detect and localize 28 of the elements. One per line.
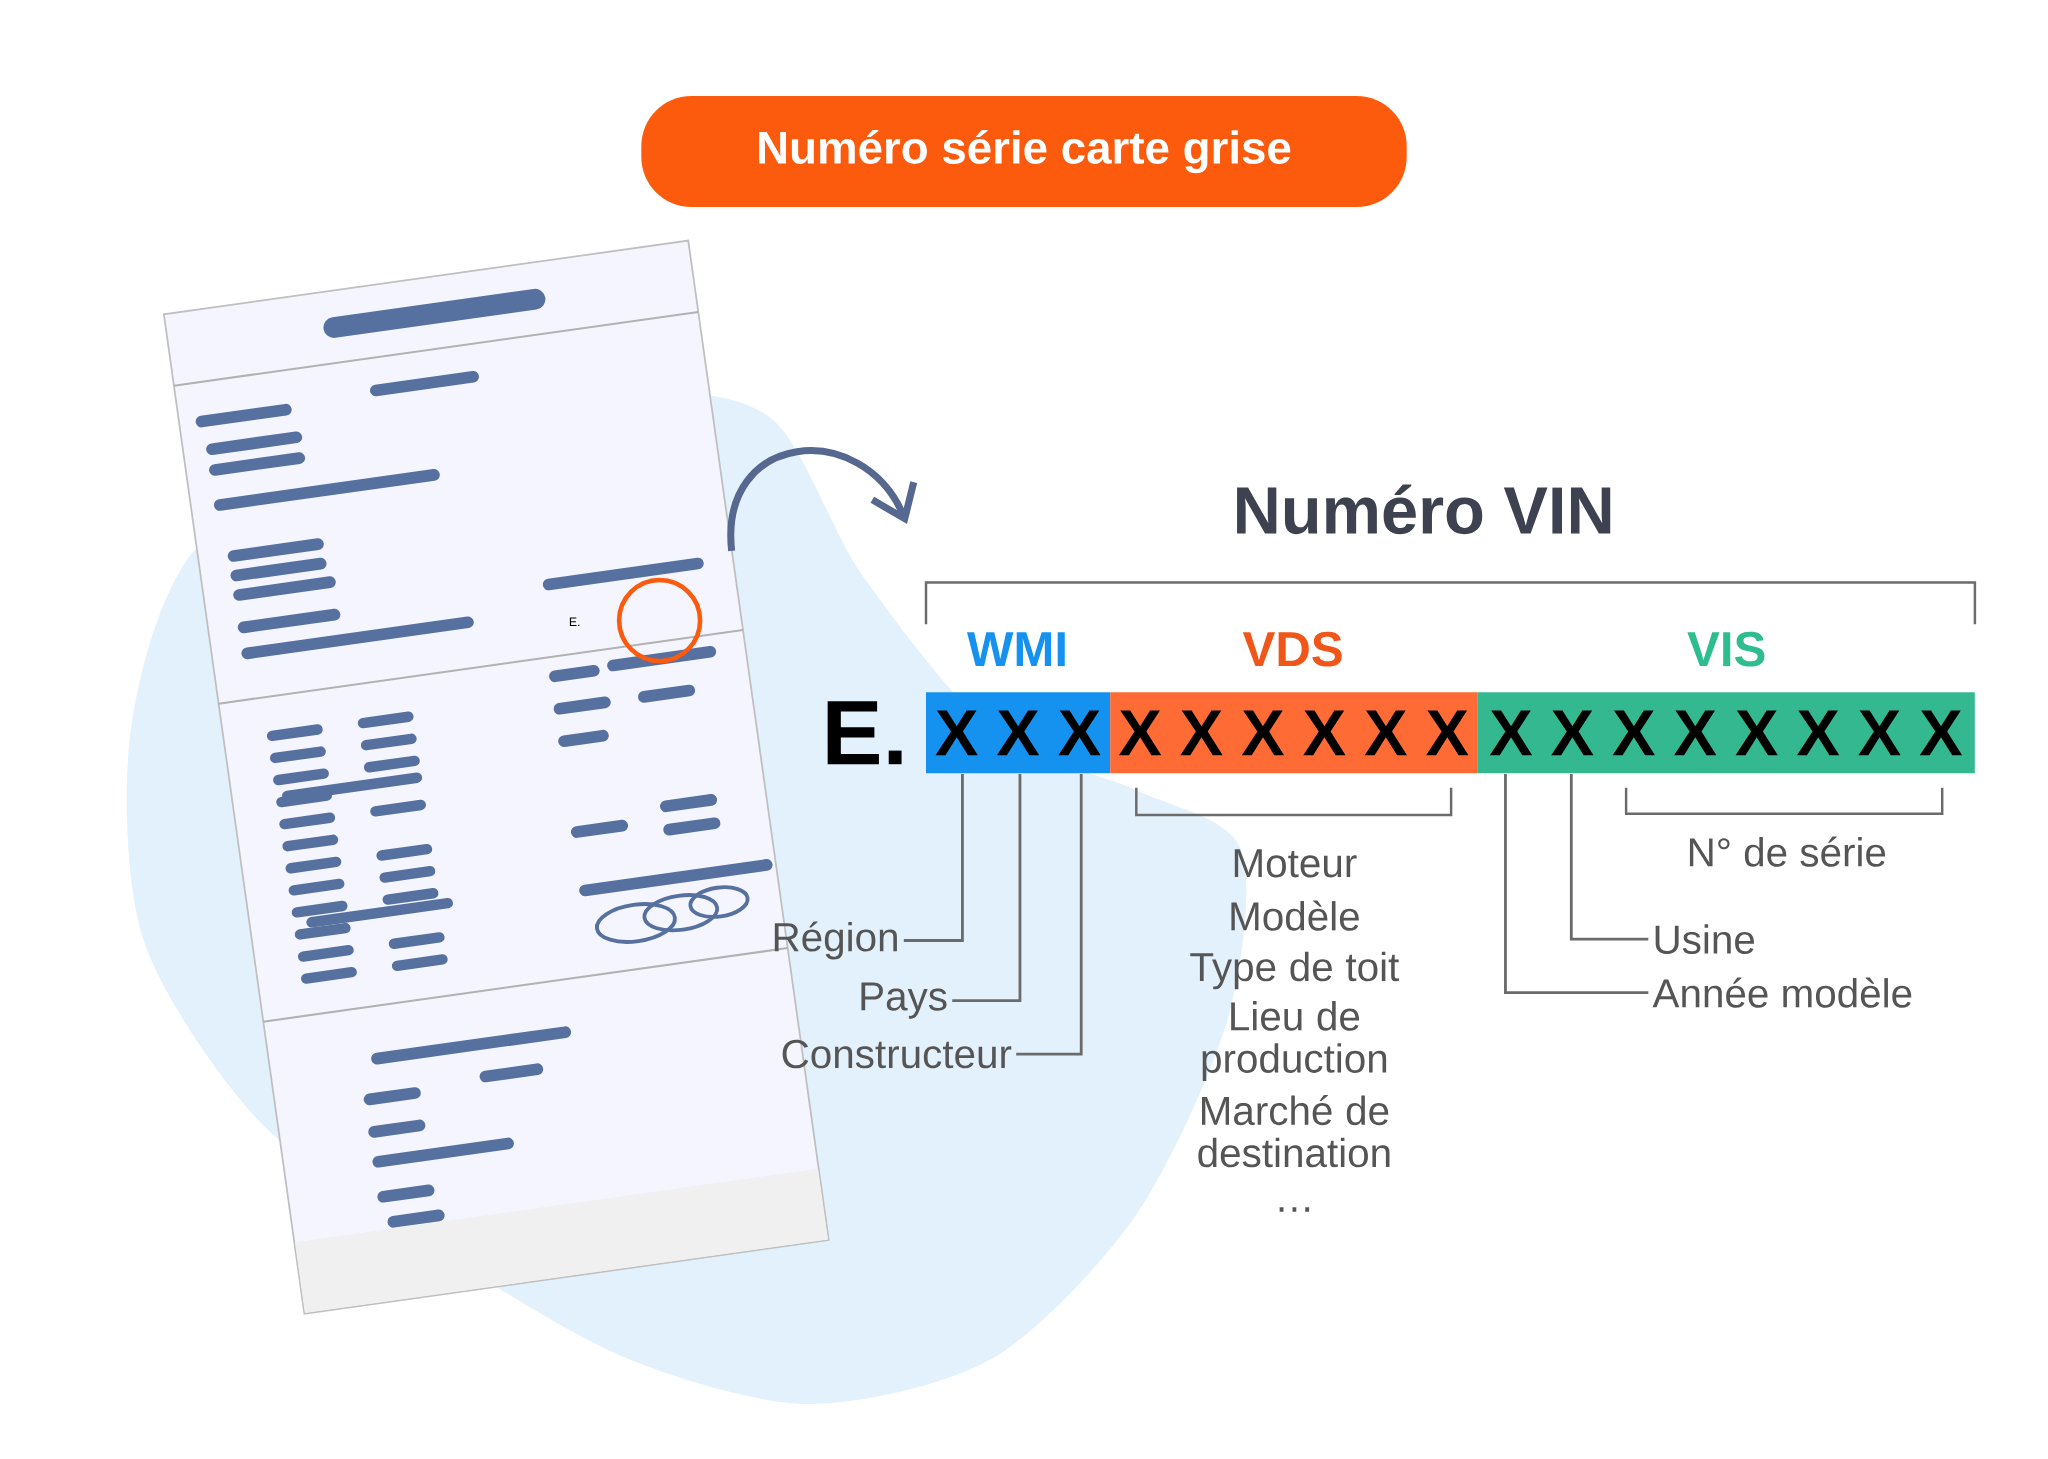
segment-heading: WMI [967,632,1065,667]
label: E. [827,701,902,765]
part-label: N° de série [1689,836,1886,867]
segment-heading: VDS [1242,631,1342,667]
part-label: Moteur [1234,849,1357,878]
leader-line [903,774,964,942]
part-label: Lieu de production [1202,1001,1387,1081]
code-segment: X X X [926,692,1111,774]
part-label: Pays [861,982,947,1019]
title-banner: Numéro série carte grise [641,96,1407,208]
part-label: Région [774,921,897,960]
label: E. [569,617,580,626]
code-segment: X X X X X X [1110,692,1478,774]
leader-line [1016,774,1083,1056]
curved-arrow [727,447,918,551]
part-label: Constructeur [782,1039,1012,1069]
segment-heading: VIS [1687,631,1765,667]
part-label: Usine [1655,924,1755,954]
part-label: … [1279,1207,1310,1212]
leader-line [1504,774,1649,995]
part-label: Modèle [1231,900,1359,931]
leader-line [1569,774,1649,941]
code-segment: X X X X X X X X [1477,692,1975,774]
part-label: Type de toit [1190,951,1399,990]
heading: Numéro VIN [1237,484,1611,535]
part-label: Année modèle [1652,977,1912,1008]
leader-line [952,774,1022,1002]
part-label: Marché de destination [1198,1095,1390,1168]
